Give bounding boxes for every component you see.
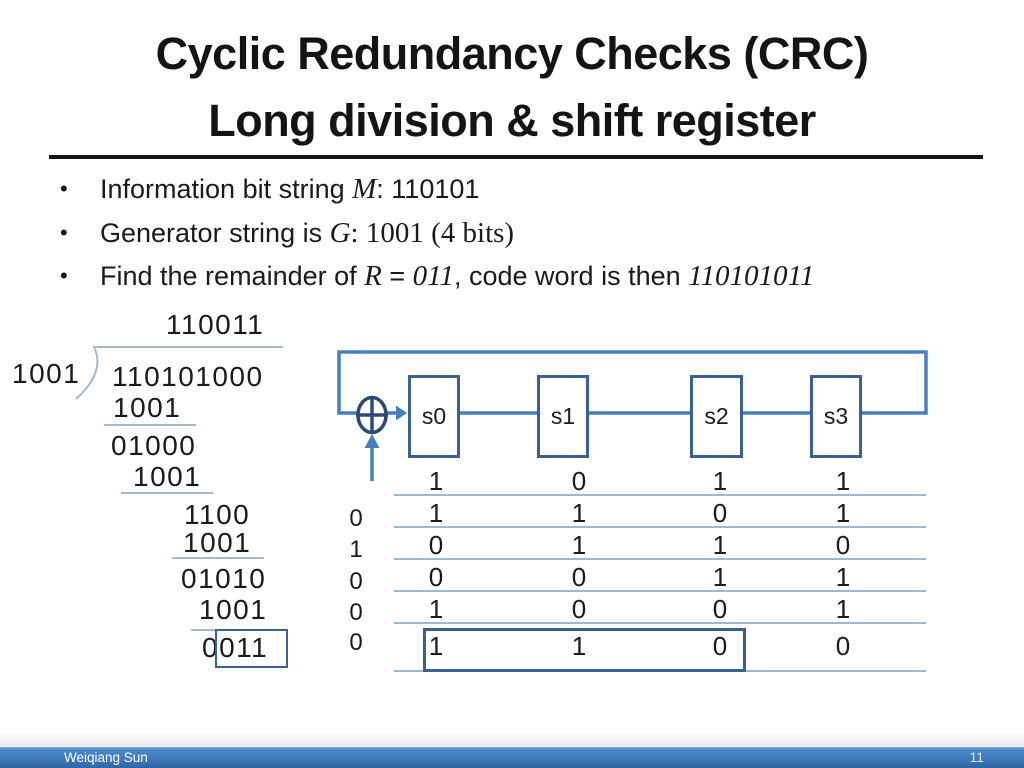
table-cell: 1 xyxy=(571,631,587,661)
division-rule-2 xyxy=(121,492,213,494)
input-bit: 0 xyxy=(349,599,363,626)
bullet-marker: • xyxy=(60,263,68,288)
table-cell: 0 xyxy=(571,466,587,496)
table-cell: 0 xyxy=(835,631,851,661)
table-row-line xyxy=(394,590,926,592)
bullet-marker: • xyxy=(60,220,68,245)
register-box-s2: s2 xyxy=(690,375,743,458)
xor-output-arrowhead-icon xyxy=(396,405,407,421)
register-label-s0: s0 xyxy=(421,403,447,429)
feedback-line xyxy=(337,350,928,415)
footer-page-number: 11 xyxy=(969,749,984,765)
input-bit: 1 xyxy=(349,536,363,563)
table-cell: 1 xyxy=(835,594,851,624)
bullet-2-colon: : xyxy=(350,217,366,249)
table-row-line xyxy=(394,622,926,624)
shift-register-diagram xyxy=(337,350,928,481)
table-cell: 0 xyxy=(835,530,851,560)
footer-author: Weiqiang Sun xyxy=(64,750,148,765)
division-partial-1: 01000 xyxy=(111,430,197,461)
division-vinculum xyxy=(93,346,283,348)
division-remainder: 0011 xyxy=(202,632,269,663)
bullet-3-equals: = xyxy=(381,261,413,291)
division-subtrahend-1: 1001 xyxy=(113,392,182,423)
register-box-s1: s1 xyxy=(537,375,589,458)
title-line-1: Cyclic Redundancy Checks (CRC) xyxy=(155,28,869,79)
table-cell: 1 xyxy=(428,631,444,661)
table-cell: 1 xyxy=(835,466,851,496)
table-cell: 0 xyxy=(428,562,444,592)
bullet-3-codeword: 110101011 xyxy=(688,260,815,292)
division-subtrahend-3: 1001 xyxy=(183,527,252,558)
division-partial-3: 01010 xyxy=(181,563,267,594)
division-divisor: 1001 xyxy=(12,358,81,389)
table-cell: 0 xyxy=(712,498,728,528)
remainder-highlight-box xyxy=(215,629,288,668)
table-cell: 1 xyxy=(428,594,444,624)
register-box-s0: s0 xyxy=(408,375,460,458)
table-cell: 0 xyxy=(712,594,728,624)
register-label-s1: s1 xyxy=(550,403,576,429)
footer-bar: Weiqiang Sun 11 xyxy=(0,747,1024,768)
division-dividend: 110101000 xyxy=(112,361,264,392)
bullet-marker: • xyxy=(60,176,68,201)
table-cell: 0 xyxy=(571,594,587,624)
table-row-line xyxy=(394,526,926,528)
footer-shadow-band xyxy=(0,732,1024,747)
register-label-s2: s2 xyxy=(704,403,729,429)
table-cell: 1 xyxy=(571,530,587,560)
bullet-item-3: • Find the remainder of R = 011, code wor… xyxy=(60,260,990,293)
division-quotient: 110011 xyxy=(166,309,265,340)
table-cell: 1 xyxy=(712,530,728,560)
title-divider xyxy=(49,155,983,159)
division-partial-2: 1100 xyxy=(184,499,251,530)
slide-title: Cyclic Redundancy Checks (CRC) Long divi… xyxy=(0,20,1024,154)
register-box-s3: s3 xyxy=(810,375,862,458)
table-cell: 1 xyxy=(835,498,851,528)
bullet-3-var-r: R xyxy=(364,260,382,292)
division-bracket xyxy=(75,346,99,400)
table-cell: 1 xyxy=(712,466,728,496)
table-cell: 1 xyxy=(835,562,851,592)
division-subtrahend-2: 1001 xyxy=(133,461,202,492)
division-rule-1 xyxy=(104,424,196,426)
input-bit: 0 xyxy=(349,629,363,656)
bullet-1-var-m: M xyxy=(352,173,377,205)
table-cell: 0 xyxy=(428,530,444,560)
table-cell: 0 xyxy=(571,562,587,592)
table-cell: 1 xyxy=(428,498,444,528)
bullet-item-2: • Generator string is G: 1001 (4 bits) xyxy=(60,217,990,250)
title-line-2: Long division & shift register xyxy=(208,95,816,146)
input-arrowhead-icon xyxy=(364,434,380,448)
bullet-2-var-g: G xyxy=(329,217,351,249)
table-cell: 1 xyxy=(571,498,587,528)
division-subtrahend-4: 1001 xyxy=(199,594,268,625)
final-state-highlight-box xyxy=(423,628,746,672)
bullet-3-remainder: 011 xyxy=(412,260,454,292)
division-rule-3 xyxy=(172,557,264,559)
bullet-2-text: Generator string is xyxy=(100,218,330,248)
input-bit: 0 xyxy=(349,505,363,532)
table-cell: 1 xyxy=(428,466,444,496)
bullet-item-1: • Information bit string M: 110101 xyxy=(60,173,990,206)
bullet-3-text-2: , code word is then xyxy=(454,261,689,291)
input-bit: 0 xyxy=(349,568,363,595)
bullet-1-value: : 110101 xyxy=(376,174,480,204)
table-row-line xyxy=(394,494,926,496)
table-cell: 1 xyxy=(712,562,728,592)
bullet-3-text: Find the remainder of xyxy=(100,261,365,291)
table-row-line xyxy=(394,558,926,560)
register-label-s3: s3 xyxy=(823,403,849,429)
bullet-2-value: 1001 (4 bits) xyxy=(365,217,515,249)
bullet-1-text: Information bit string xyxy=(100,174,353,204)
table-cell: 0 xyxy=(712,631,728,661)
